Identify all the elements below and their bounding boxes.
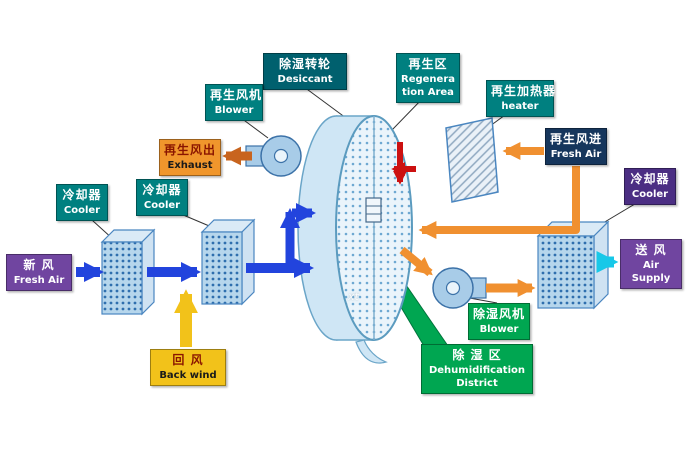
cooler-unit-right <box>536 220 610 310</box>
process-air-arrows <box>76 203 316 282</box>
label-air-supply: 送 风 Air Supply <box>620 239 682 289</box>
cooler-left1-en: Cooler <box>63 204 101 216</box>
dehumid-blower-unit <box>432 267 487 309</box>
label-regen-heater: 再生加热器 heater <box>486 80 557 117</box>
label-desiccant-wheel: 除湿转轮 Desiccant <box>263 53 347 90</box>
cooler1-front-face <box>101 241 143 315</box>
label-regeneration-area: 再生区 Regeneration Area <box>396 53 460 103</box>
arrow-regenfresh-to-wheel <box>418 166 580 239</box>
air-supply-zh: 送 风 <box>635 243 667 257</box>
dehumid-blower-en: Blower <box>479 323 519 335</box>
label-regen-fresh-air: 再生风进 Fresh Air <box>545 128 607 165</box>
regen-area-zh: 再生区 <box>408 57 448 71</box>
label-cooler-left2: 冷却器 Cooler <box>136 179 188 216</box>
cooler-left2-en: Cooler <box>143 199 181 211</box>
label-cooler-left1: 冷却器 Cooler <box>56 184 108 221</box>
cooler-left1-zh: 冷却器 <box>62 188 102 202</box>
back-wind-zh: 回 风 <box>172 353 204 367</box>
cooler-right-en: Cooler <box>631 188 669 200</box>
exhaust-en: Exhaust <box>167 159 213 171</box>
dehumid-district-en: Dehumidification District <box>428 364 526 389</box>
exhaust-zh: 再生风出 <box>164 143 217 157</box>
fresh-air-zh: 新 风 <box>23 258 55 272</box>
cooler-unit-2 <box>200 218 256 306</box>
regen-fresh-air-en: Fresh Air <box>550 148 602 160</box>
dehumid-blower-zh: 除湿风机 <box>473 307 526 321</box>
regen-blower-zh: 再生风机 <box>210 88 263 102</box>
desiccant-zh: 除湿转轮 <box>278 57 331 71</box>
cooler-right-zh: 冷却器 <box>630 172 670 186</box>
cooler3-front-face <box>537 235 595 309</box>
regen-fresh-air-zh: 再生风进 <box>550 132 603 146</box>
fresh-air-en: Fresh Air <box>13 274 65 286</box>
regen-blower-en: Blower <box>214 104 254 116</box>
cooler-unit-1 <box>100 228 156 316</box>
dehumid-district-zh: 除 湿 区 <box>452 348 502 362</box>
wheel-hub <box>365 197 382 223</box>
label-regen-blower: 再生风机 Blower <box>205 84 263 121</box>
regen-heater-en: heater <box>501 100 539 112</box>
air-supply-en: Air Supply <box>631 259 671 284</box>
dehumid-blower-hub <box>445 280 461 296</box>
label-cooler-right: 冷却器 Cooler <box>624 168 676 205</box>
desiccant-en: Desiccant <box>277 73 333 85</box>
connector-desiccant <box>299 83 347 119</box>
back-wind-en: Back wind <box>159 369 217 381</box>
label-exhaust: 再生风出 Exhaust <box>159 139 221 176</box>
watermark-text: xt <box>348 290 359 303</box>
cooler2-side-face <box>241 218 255 306</box>
regen-blower-hub <box>273 148 289 164</box>
label-back-wind: 回 风 Back wind <box>150 349 226 386</box>
label-dehumid-district: 除 湿 区 Dehumidification District <box>421 344 533 394</box>
regen-area-en: Regeneration Area <box>401 73 456 98</box>
wheel-seal-sliver <box>355 339 388 364</box>
regen-heater-panel <box>445 117 499 203</box>
desiccant-wheel <box>297 115 413 364</box>
regen-heater-zh: 再生加热器 <box>491 84 557 98</box>
regen-blower-unit <box>245 135 302 177</box>
arrow-wheel-to-dehumid-blower <box>399 246 433 277</box>
label-fresh-air: 新 风 Fresh Air <box>6 254 72 291</box>
cooler2-front-face <box>201 231 243 305</box>
cooler-left2-zh: 冷却器 <box>142 183 182 197</box>
label-dehumid-blower: 除湿风机 Blower <box>468 303 530 340</box>
